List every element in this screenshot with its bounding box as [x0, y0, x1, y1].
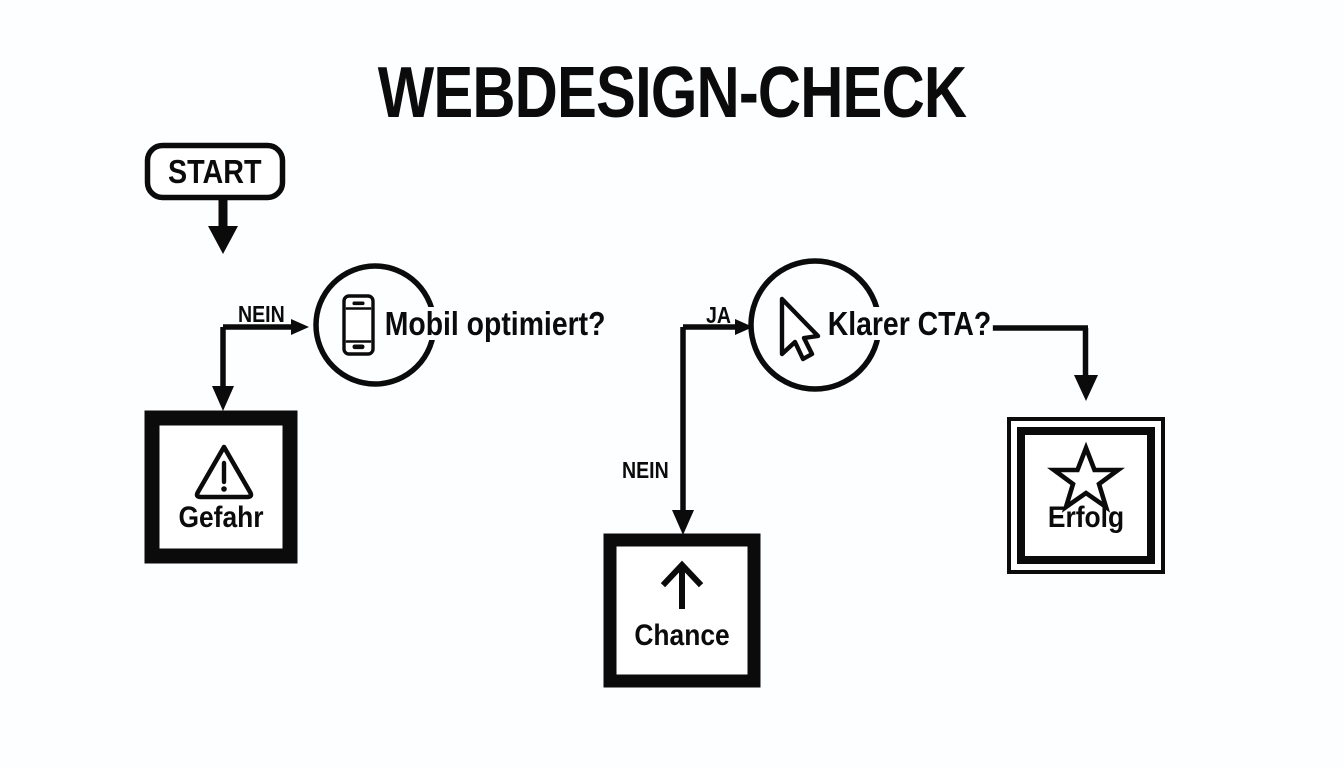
cursor-arrow-icon	[779, 296, 821, 362]
chance-node-label: Chance	[610, 619, 754, 653]
edge-cta-nein-to-chance	[672, 327, 694, 535]
edge-label-nein-middle: NEIN	[622, 457, 669, 483]
erfolg-node-label: Erfolg	[1009, 501, 1163, 535]
erfolg-node-label-text: Erfolg	[1047, 501, 1125, 534]
edge-mobil-ja-to-cta	[683, 319, 753, 335]
gefahr-node-label: Gefahr	[152, 501, 290, 535]
up-arrow-icon	[660, 560, 704, 609]
edge-label-ja-middle: JA	[706, 302, 731, 328]
edge-label-nein-left: NEIN	[238, 301, 285, 327]
start-node-shape[interactable]	[144, 142, 286, 201]
chance-node-label-text: Chance	[634, 619, 730, 652]
warning-triangle-icon	[194, 444, 254, 500]
star-icon	[1047, 441, 1125, 513]
gefahr-node-label-text: Gefahr	[178, 501, 264, 534]
start-node-label: START	[145, 143, 285, 200]
mobil-node-label: Mobil optimiert?	[383, 305, 608, 342]
cta-node-label: Klarer CTA?	[826, 305, 993, 342]
edge-start-to-decision	[208, 200, 238, 254]
mobile-phone-icon	[342, 294, 375, 356]
start-node-label-text: START	[168, 152, 262, 190]
edge-cta-to-erfolg	[991, 325, 1098, 401]
page-title: WEBDESIGN-CHECK	[377, 53, 967, 133]
edge-mobil-nein-to-gefahr	[212, 319, 309, 411]
gefahr-node-shape[interactable]	[144, 410, 298, 564]
